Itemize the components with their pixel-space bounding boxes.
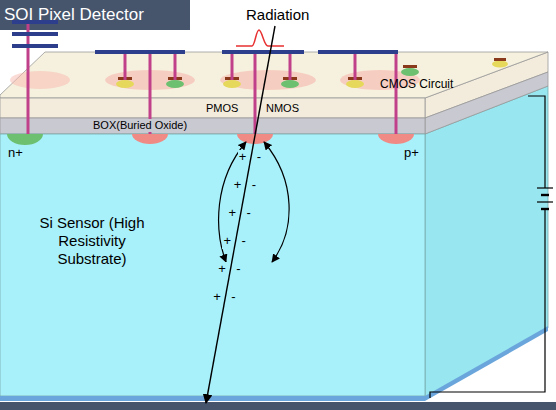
substrate-front (0, 134, 425, 396)
drift-arrow (264, 142, 289, 262)
vias (28, 22, 396, 134)
illustration-part (95, 50, 185, 54)
illustration-part (166, 80, 184, 88)
electron-charge: - (251, 178, 257, 193)
signal-pulse (236, 30, 284, 46)
hole-charge: + (233, 178, 243, 193)
illustration-part (223, 80, 241, 88)
region-label: Si Sensor (High Resistivity Substrate) (22, 214, 162, 268)
electron-charge: - (240, 234, 246, 249)
buried-oxide (0, 118, 425, 134)
illustration-part (12, 32, 58, 36)
p-well (10, 71, 70, 89)
illustration-part (346, 80, 364, 88)
illustration-part (289, 52, 292, 80)
layer-label: CMOS Circuit (380, 78, 453, 92)
back-electrode (0, 396, 425, 401)
bias-battery (430, 96, 553, 398)
illustration-part (537, 187, 553, 188)
illustration-part (492, 61, 508, 68)
metal-lines (12, 20, 398, 54)
transistor-label: NMOS (266, 102, 299, 115)
hole-charge: + (212, 290, 222, 305)
illustration-part (541, 194, 549, 196)
illustration-part (222, 50, 304, 54)
electron-charge: - (230, 290, 236, 305)
transistor-label: PMOS (206, 102, 238, 115)
illustration-part (354, 52, 357, 80)
illustration-part (254, 52, 257, 134)
hole-charge: + (217, 262, 227, 277)
implant-label: p+ (404, 146, 419, 161)
radiation-label: Radiation (246, 6, 309, 23)
p-well (220, 70, 316, 90)
back-electrode-side (425, 326, 548, 401)
electron-charge: - (235, 262, 241, 277)
illustration-part (124, 52, 127, 80)
illustration-part (12, 44, 58, 48)
electron-charge: - (256, 150, 262, 165)
white-ground (190, 0, 556, 30)
illustration-part (231, 52, 234, 80)
electron-charge: - (246, 206, 252, 221)
white-ground (0, 30, 556, 402)
n-implant (7, 134, 43, 145)
illustration-part (403, 65, 417, 68)
illustration-part (401, 68, 419, 76)
illustration-part (281, 80, 299, 88)
cmos-layer (0, 98, 425, 118)
illustration-part (494, 58, 506, 61)
hole-charge: + (222, 234, 232, 249)
implant-label: n+ (8, 146, 23, 161)
illustration-part (174, 52, 177, 80)
p-implant (132, 134, 168, 144)
illustration-part (537, 201, 553, 202)
illustration-part (318, 50, 398, 54)
title: SOI Pixel Detector (4, 5, 144, 25)
illustration-part (116, 80, 134, 88)
substrate-side (425, 86, 548, 398)
illustration-part (395, 52, 398, 134)
illustration-part (27, 22, 30, 134)
substrate-region: Si Sensor (High Resistivity Substrate) (22, 214, 162, 272)
hole-charge: + (238, 150, 248, 165)
layer-label: BOX(Buried Oxide) (92, 119, 188, 132)
radiation-track (206, 26, 275, 403)
illustration-part (430, 209, 545, 398)
cmos-top-face (0, 52, 548, 98)
p-implant (378, 134, 414, 144)
hole-charge: + (228, 206, 238, 221)
illustration-part (528, 96, 545, 188)
